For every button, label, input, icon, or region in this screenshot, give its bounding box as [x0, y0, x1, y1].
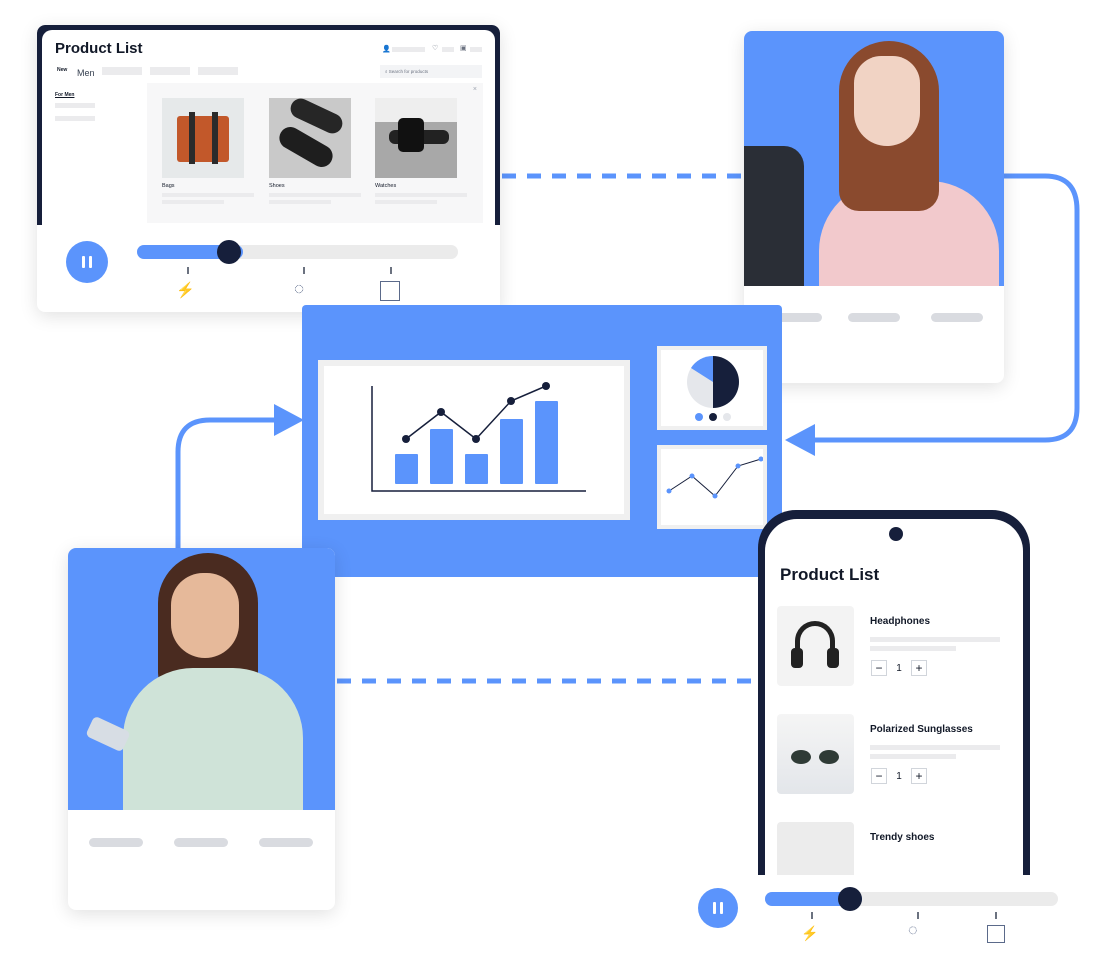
mega-menu-panel: × Bags Shoes Watches: [147, 83, 483, 223]
arrow-right-icon: [785, 424, 815, 456]
search-input[interactable]: ⌕ Search for products: [380, 65, 482, 78]
watch-image: [375, 98, 457, 178]
sidebar-link-for-men[interactable]: For Men: [55, 92, 75, 98]
rage-click-icon[interactable]: ⚡: [801, 925, 819, 941]
page-title: Product List: [55, 40, 143, 57]
element-select-icon[interactable]: [987, 925, 1005, 943]
cursor-click-icon[interactable]: ◌: [908, 922, 918, 939]
phone-screen: Product List Headphones −1+ Polarized Su…: [765, 519, 1023, 875]
item-name: Headphones: [870, 616, 931, 627]
analytics-dashboard: [302, 305, 782, 577]
chart-line: [405, 385, 547, 441]
product-name: Shoes: [269, 183, 285, 189]
mini-point: [758, 456, 764, 462]
mini-point: [689, 473, 695, 479]
replay-timeline[interactable]: [137, 240, 458, 264]
pie-chart-widget: [657, 346, 767, 430]
chart-point: [402, 435, 410, 443]
connector-left: [175, 417, 280, 550]
decrement-button[interactable]: −: [871, 768, 887, 784]
tablet-screen: Product List 👤 ♡ ▣ New Men ⌕ Search for …: [42, 30, 495, 225]
mini-point: [712, 493, 718, 499]
quantity-stepper[interactable]: −1+: [871, 660, 927, 676]
bag-image: [162, 98, 244, 178]
agent-video-card: [744, 31, 1004, 383]
cart-icon[interactable]: ▣: [460, 45, 467, 52]
arrow-left-icon: [274, 404, 304, 436]
legend-dot: [723, 413, 731, 421]
support-agent-photo: [744, 31, 1004, 286]
chart-point: [437, 408, 445, 416]
chart-bar: [500, 419, 523, 484]
pie-slice: [691, 355, 713, 382]
chart-point: [542, 382, 550, 390]
cursor-click-icon[interactable]: ◌: [294, 279, 305, 298]
rage-click-icon[interactable]: ⚡: [176, 282, 195, 299]
legend-dot: [709, 413, 717, 421]
timeline-progress: [137, 245, 243, 259]
chart-bar: [535, 401, 558, 484]
mini-line: [668, 458, 762, 497]
replay-timeline[interactable]: [765, 887, 1058, 911]
nav-new[interactable]: New: [57, 67, 68, 73]
camera-notch: [889, 527, 903, 541]
chart-bar: [465, 454, 488, 484]
customer-video-card: [68, 548, 335, 910]
mini-line-chart: [657, 445, 767, 529]
product-name: Watches: [375, 183, 397, 189]
mini-point: [735, 463, 741, 469]
mini-point: [666, 488, 672, 494]
heart-icon[interactable]: ♡: [432, 45, 439, 52]
decrement-button[interactable]: −: [871, 660, 887, 676]
connector-right: [810, 173, 1080, 443]
item-name: Trendy shoes: [870, 832, 935, 843]
chart-axes: [371, 386, 586, 492]
nav-men[interactable]: Men: [77, 68, 95, 78]
increment-button[interactable]: +: [911, 768, 927, 784]
chart-bar: [395, 454, 418, 484]
close-icon[interactable]: ×: [472, 86, 477, 93]
pie-slice: [713, 356, 739, 408]
chart-point: [472, 435, 480, 443]
pause-button[interactable]: [698, 888, 738, 928]
legend-dot: [695, 413, 703, 421]
timeline-scrubber[interactable]: [217, 240, 242, 264]
page-title: Product List: [780, 565, 880, 584]
bar-line-chart: [318, 360, 630, 520]
pause-button[interactable]: [66, 241, 108, 283]
shoes-image: [269, 98, 351, 178]
increment-button[interactable]: +: [911, 660, 927, 676]
item-name: Polarized Sunglasses: [870, 724, 973, 735]
sunglasses-image: [777, 714, 854, 794]
timeline-progress: [765, 892, 862, 906]
timeline-scrubber[interactable]: [838, 887, 863, 911]
search-icon: ⌕: [385, 69, 388, 74]
headphones-image: [777, 606, 854, 686]
element-select-icon[interactable]: [380, 281, 400, 301]
chart-bar: [430, 429, 453, 484]
chart-point: [507, 397, 515, 405]
quantity-stepper[interactable]: −1+: [871, 768, 927, 784]
tablet-replay-card: Product List 👤 ♡ ▣ New Men ⌕ Search for …: [37, 25, 500, 312]
shoes-image: [777, 822, 854, 875]
customer-photo: [68, 548, 335, 810]
user-icon[interactable]: 👤: [382, 46, 391, 53]
product-name: Bags: [162, 183, 175, 189]
phone-frame: Product List Headphones −1+ Polarized Su…: [758, 510, 1030, 875]
